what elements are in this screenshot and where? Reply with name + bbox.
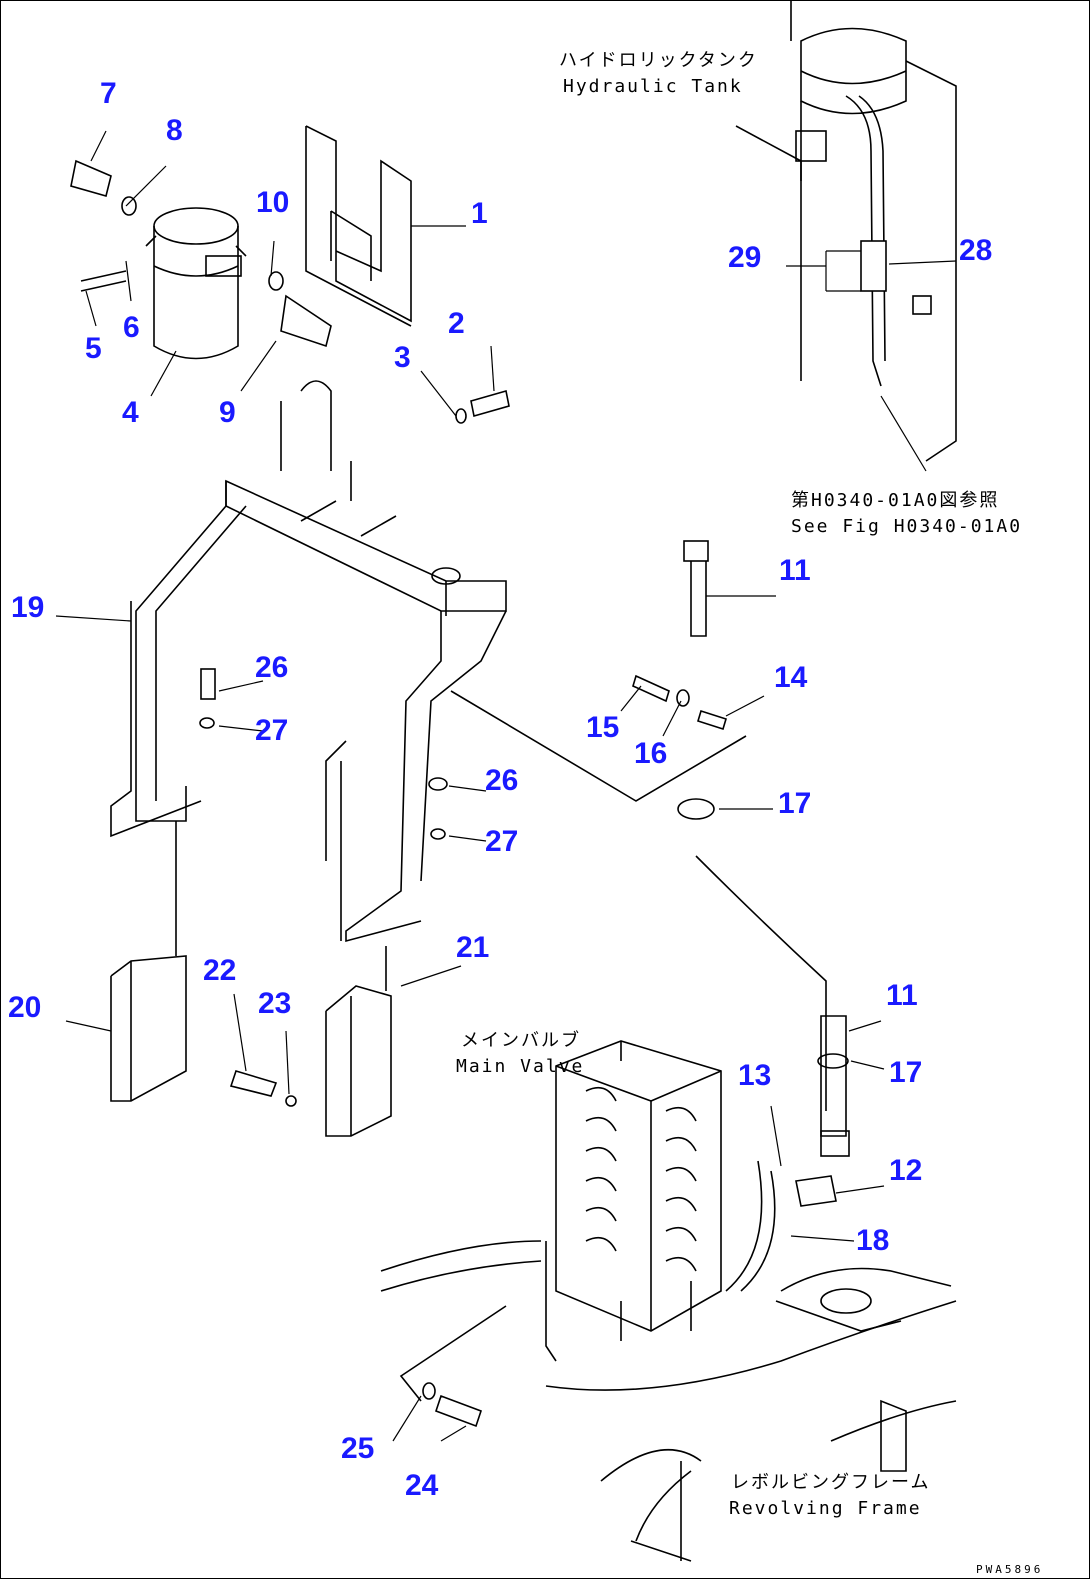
callout-27-upper: 27 xyxy=(255,714,289,747)
hydraulic-tank-label-en: Hydraulic Tank xyxy=(563,76,743,97)
callout-2: 2 xyxy=(448,307,465,340)
callout-17-lower: 17 xyxy=(889,1056,923,1089)
callout-11-upper: 11 xyxy=(779,554,811,587)
main-valve-label-en: Main Valve xyxy=(456,1056,585,1077)
callout-8: 8 xyxy=(166,114,183,147)
callout-3: 3 xyxy=(394,341,411,374)
callout-14: 14 xyxy=(774,661,808,694)
lower-brackets xyxy=(110,821,392,1137)
see-fig-label-en: See Fig H0340-01A0 xyxy=(791,516,1023,537)
callout-12: 12 xyxy=(889,1154,923,1187)
bracket-plate xyxy=(305,125,412,327)
fasteners xyxy=(199,389,510,840)
callout-29: 29 xyxy=(728,241,762,274)
callout-9: 9 xyxy=(219,396,236,429)
leader-lines xyxy=(55,130,957,1442)
callout-15: 15 xyxy=(586,711,620,744)
hydraulic-tank xyxy=(735,1,957,472)
callout-25: 25 xyxy=(341,1432,375,1465)
callout-17-upper: 17 xyxy=(778,787,812,820)
hydraulic-tank-label-jp: ハイドロリックタンク xyxy=(559,50,758,71)
callout-26-upper: 26 xyxy=(255,651,289,684)
valve-spools xyxy=(585,1086,697,1272)
callout-22: 22 xyxy=(203,954,237,987)
callout-10: 10 xyxy=(256,186,290,219)
callout-26-lower: 26 xyxy=(485,764,519,797)
main-valve-label-jp: メインバルブ xyxy=(461,1030,581,1051)
upper-bracket-frame xyxy=(110,380,507,943)
callout-21: 21 xyxy=(456,931,490,964)
callout-5: 5 xyxy=(85,332,102,365)
callout-13: 13 xyxy=(738,1059,772,1092)
drawing-code: PWA5896 xyxy=(976,1563,1044,1576)
hose-and-fittings xyxy=(450,540,850,1292)
revolving-frame-label-jp: レボルビングフレーム xyxy=(731,1472,931,1493)
callout-16: 16 xyxy=(634,737,668,770)
filter-assembly xyxy=(70,159,332,360)
callout-11-lower: 11 xyxy=(886,979,918,1012)
main-valve xyxy=(555,1040,722,1341)
callout-19: 19 xyxy=(11,591,45,624)
callout-1: 1 xyxy=(471,197,488,230)
callout-23: 23 xyxy=(258,987,292,1020)
see-fig-label-jp: 第H0340-01A0図参照 xyxy=(791,490,1000,511)
callout-20: 20 xyxy=(8,991,42,1024)
revolving-frame xyxy=(380,1240,957,1562)
revolving-frame-label-en: Revolving Frame xyxy=(729,1498,922,1519)
callout-7: 7 xyxy=(100,77,117,110)
callout-6: 6 xyxy=(123,311,140,344)
callout-28: 28 xyxy=(959,234,993,267)
callout-24: 24 xyxy=(405,1469,439,1502)
callout-18: 18 xyxy=(856,1224,890,1257)
callout-27-lower: 27 xyxy=(485,825,519,858)
callout-4: 4 xyxy=(122,396,139,429)
